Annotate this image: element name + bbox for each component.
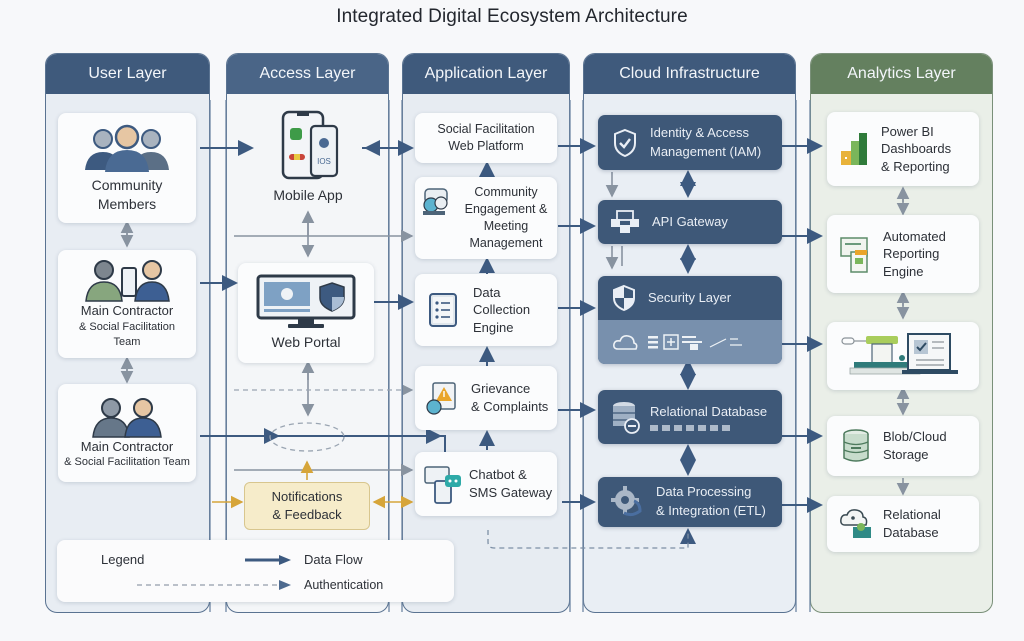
shield-icon	[612, 284, 636, 312]
powerbi-icon	[839, 131, 869, 167]
node-label: Community	[91, 177, 163, 194]
legend-solid-arrowhead	[279, 555, 291, 565]
cloud-icon	[612, 333, 638, 351]
gear-icon	[610, 485, 648, 519]
contractor-pair-icon	[87, 396, 167, 438]
relational-database-analytics-node[interactable]: Relational Database	[827, 496, 979, 552]
node-label: Data	[473, 284, 501, 300]
people-group-icon	[81, 122, 173, 174]
node-label: Automated	[883, 228, 946, 244]
column-header: Access Layer	[227, 54, 388, 94]
blob-cloud-storage-node[interactable]: Blob/Cloud Storage	[827, 416, 979, 476]
node-label: Data Processing	[656, 484, 752, 500]
main-contractor-team-node[interactable]: Main Contractor & Social Facilitation Te…	[58, 250, 196, 358]
node-label: Notifications	[271, 489, 343, 504]
legend-title: Legend	[101, 552, 145, 567]
report-documents-icon	[839, 234, 871, 274]
node-sublabel: & Social Facilitation	[79, 320, 175, 333]
node-label: & Feedback	[272, 507, 342, 523]
node-label: Power BI	[881, 123, 934, 139]
database-icon	[610, 400, 642, 434]
automated-reporting-engine-node[interactable]: Automated Reporting Engine	[827, 215, 979, 293]
security-services-strip	[598, 320, 782, 364]
warning-document-icon	[425, 381, 459, 415]
node-label: & Complaints	[471, 399, 549, 414]
shield-check-icon	[612, 128, 638, 158]
dashboard-visualization-node[interactable]	[827, 322, 979, 390]
community-members-node[interactable]: Community Members	[58, 113, 196, 223]
node-label: Members	[97, 196, 157, 212]
diagram-title: Integrated Digital Ecosystem Architectur…	[336, 6, 688, 27]
chatbot-sms-gateway-node[interactable]: Chatbot & SMS Gateway	[415, 452, 557, 516]
etl-node[interactable]: Data Processing & Integration (ETL)	[598, 477, 782, 527]
legend-item-authentication: Authentication	[304, 578, 384, 592]
social-facilitation-platform-node[interactable]: Social Facilitation Web Platform	[415, 113, 557, 163]
legend-item-data-flow: Data Flow	[304, 552, 363, 567]
node-label: API Gateway	[652, 213, 728, 229]
dashboard-laptop-icon	[838, 330, 968, 382]
column-header: Cloud Infrastructure	[584, 54, 795, 94]
node-label: Mobile App	[273, 187, 343, 203]
community-engagement-node[interactable]: Community Engagement & Meeting Managemen…	[415, 177, 557, 259]
node-label: Main Contractor	[80, 303, 174, 319]
column-header: Application Layer	[403, 54, 569, 94]
node-sublabel: & Social Facilitation Team	[64, 456, 190, 469]
services-icons	[646, 333, 766, 351]
node-sublabel: Team	[113, 335, 141, 348]
node-label: Relational Database	[650, 404, 768, 420]
grievance-complaints-node[interactable]: Grievance & Complaints	[415, 366, 557, 430]
api-gateway-node[interactable]: API Gateway	[598, 200, 782, 244]
api-network-icon	[610, 209, 640, 235]
chatbot-phone-icon	[423, 463, 463, 505]
node-label: Engine	[883, 263, 924, 279]
main-contractor-pair-node[interactable]: Main Contractor & Social Facilitation Te…	[58, 384, 196, 482]
node-label: Main Contractor	[80, 438, 174, 454]
node-label: Engine	[473, 319, 514, 335]
node-label: Identity & Access	[650, 124, 749, 140]
node-label: Management (IAM)	[650, 143, 762, 159]
node-label: Blob/Cloud	[883, 429, 947, 445]
node-label: Chatbot &	[469, 467, 527, 483]
security-layer-node[interactable]: Security Layer	[598, 276, 782, 364]
notifications-feedback-node[interactable]: Notifications & Feedback	[244, 482, 370, 530]
powerbi-dashboards-node[interactable]: Power BI Dashboards & Reporting	[827, 112, 979, 186]
column-header: Analytics Layer	[811, 54, 992, 94]
node-label: Database	[883, 525, 939, 540]
relational-database-node[interactable]: Relational Database	[598, 390, 782, 444]
node-label: Social Facilitation	[437, 122, 535, 137]
node-label: Meeting	[483, 219, 529, 233]
node-label: Management	[469, 235, 543, 250]
node-label: Web Portal	[271, 334, 341, 351]
legend-dashed-arrowhead	[279, 580, 291, 590]
node-label: Storage	[883, 447, 929, 462]
node-label: Collection	[473, 302, 531, 318]
contractor-team-icon	[82, 258, 172, 303]
data-collection-engine-node[interactable]: Data Collection Engine	[415, 274, 557, 346]
column-header: User Layer	[46, 54, 209, 94]
node-label: Relational	[883, 507, 941, 523]
node-label: Grievance	[471, 381, 531, 397]
database-detail-marks	[650, 424, 730, 431]
cloud-database-icon	[839, 507, 873, 541]
node-label: & Integration (ETL)	[656, 503, 766, 518]
chat-bubbles-icon	[421, 187, 455, 217]
web-portal-node[interactable]: Web Portal	[238, 263, 374, 363]
node-label: Dashboards	[881, 141, 952, 157]
node-label: Reporting	[883, 246, 940, 262]
iam-node[interactable]: Identity & Access Management (IAM)	[598, 115, 782, 170]
node-label: Engagement &	[464, 202, 548, 217]
mobile-app-node[interactable]: IOS Mobile App	[262, 108, 354, 203]
smartphone-icon: IOS	[273, 108, 343, 182]
legend: Legend Data Flow Authentication	[57, 540, 454, 602]
node-label: Security Layer	[648, 289, 732, 305]
node-label: & Reporting	[881, 158, 950, 174]
node-label: Community	[474, 185, 538, 200]
node-label: SMS Gateway	[469, 485, 553, 500]
checklist-icon	[427, 291, 459, 329]
storage-cylinder-icon	[841, 428, 871, 464]
monitor-icon	[254, 274, 358, 330]
legend-swatches	[137, 555, 291, 590]
ios-label: IOS	[317, 157, 331, 166]
node-label: Web Platform	[448, 139, 524, 153]
